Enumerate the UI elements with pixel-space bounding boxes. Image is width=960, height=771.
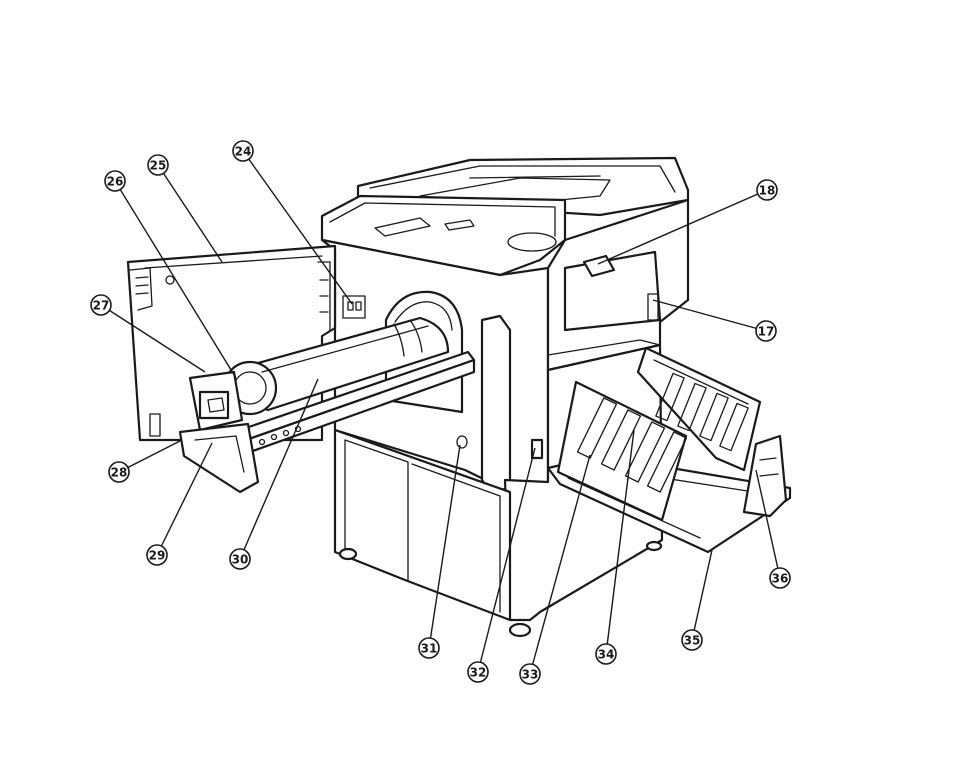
- callout-leader-line: [597, 189, 768, 265]
- callout-leader-line: [529, 454, 591, 675]
- callout-29: 29: [146, 442, 213, 566]
- callout-marker-circle: [756, 179, 778, 201]
- callout-number: 32: [470, 666, 487, 680]
- callout-leader-line: [118, 440, 181, 473]
- callout-marker-circle: [681, 629, 703, 651]
- callout-marker-circle: [90, 294, 112, 316]
- callout-marker-circle: [108, 461, 130, 483]
- print-drum: [178, 316, 476, 494]
- callout-marker-circle: [418, 637, 440, 659]
- callout-number: 18: [759, 184, 776, 198]
- callout-marker-circle: [755, 320, 777, 342]
- callout-leader-line: [605, 429, 635, 655]
- callout-number: 25: [150, 159, 167, 173]
- callout-leader-line: [114, 180, 237, 379]
- callout-marker-circle: [232, 140, 254, 162]
- callout-number: 26: [107, 175, 124, 189]
- callout-number: 24: [235, 145, 252, 159]
- callout-marker-circle: [467, 661, 489, 683]
- callout-leader-line: [691, 549, 713, 641]
- callout-number: 17: [758, 325, 775, 339]
- callout-leader-line: [755, 469, 781, 579]
- callout-leader-line: [157, 164, 223, 263]
- callout-number: 30: [232, 553, 249, 567]
- callout-number: 27: [93, 299, 110, 313]
- callout-35: 35: [681, 549, 713, 651]
- callout-leader-line: [242, 150, 353, 305]
- callout-leader-line: [428, 444, 461, 649]
- callout-28: 28: [108, 440, 181, 483]
- callout-33: 33: [519, 454, 591, 685]
- callout-number: 28: [111, 466, 128, 480]
- callout-30: 30: [229, 378, 319, 570]
- callout-34: 34: [595, 429, 635, 665]
- callout-leader-line: [477, 447, 536, 673]
- callout-31: 31: [418, 444, 461, 659]
- callout-marker-circle: [595, 643, 617, 665]
- callout-marker-circle: [147, 154, 169, 176]
- callout-24: 24: [232, 140, 353, 305]
- callout-number: 33: [522, 668, 539, 682]
- callout-18: 18: [597, 179, 778, 265]
- receiving-tray: [546, 380, 792, 554]
- callout-marker-circle: [146, 544, 168, 566]
- callout-leader-line: [652, 299, 767, 332]
- callout-layer: 24 25 26 27 28 29 30 31 32 33 34 35 36 18 17: [90, 140, 791, 685]
- callout-25: 25: [147, 154, 223, 263]
- callout-marker-circle: [104, 170, 126, 192]
- feed-tray: [636, 346, 762, 472]
- callout-leader-line: [239, 378, 319, 560]
- callout-32: 32: [467, 447, 536, 683]
- callout-36: 36: [755, 469, 791, 589]
- callout-number: 29: [149, 549, 166, 563]
- callout-number: 34: [598, 648, 615, 662]
- callout-number: 36: [772, 572, 789, 586]
- callout-number: 35: [684, 634, 701, 648]
- callout-number: 31: [421, 642, 438, 656]
- callout-leader-line: [156, 442, 213, 556]
- callout-leader-line: [100, 304, 206, 373]
- callout-marker-circle: [769, 567, 791, 589]
- callout-marker-circle: [519, 663, 541, 685]
- callout-27: 27: [90, 294, 206, 373]
- callout-26: 26: [104, 170, 237, 379]
- callout-marker-circle: [229, 548, 251, 570]
- callout-17: 17: [652, 299, 777, 342]
